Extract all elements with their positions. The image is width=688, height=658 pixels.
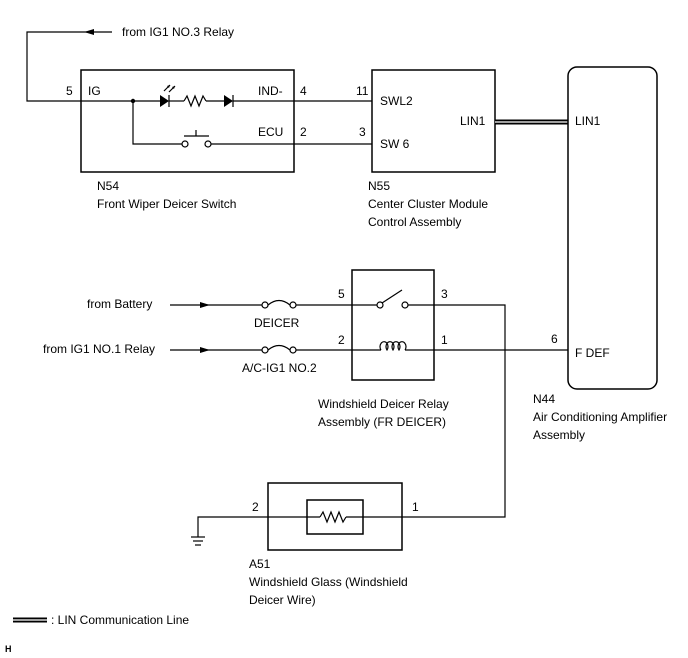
relay-pin-5: 5	[338, 287, 345, 301]
n44-pin-6: 6	[551, 332, 558, 346]
n55-pin-11: 11	[356, 84, 369, 98]
n55-module: SWL2 SW 6 LIN1 N55 Center Cluster Module…	[368, 69, 496, 229]
n55-name-line2: Control Assembly	[368, 215, 461, 229]
deicer-fuse-icon	[261, 299, 297, 309]
deicer-relay: 5 3 2 1 Windshield Deicer Relay Assembly…	[318, 269, 449, 429]
a51-windshield-glass: 2 1 A51 Windshield Glass (Windshield Dei…	[249, 482, 460, 607]
n54-pin-4: 4	[300, 84, 307, 98]
n55-name-line1: Center Cluster Module	[368, 197, 488, 211]
deicer-wire-resistor-icon	[319, 510, 347, 524]
deicer-fuse-label: DEICER	[254, 316, 300, 330]
n55-pin-swl2-label: SWL2	[380, 94, 413, 108]
ig1-no3-feed: from IG1 NO.3 Relay	[26, 25, 234, 102]
relay-name-line1: Windshield Deicer Relay	[318, 397, 449, 411]
n55-pin-3: 3	[359, 125, 366, 139]
relay-contact-icon	[376, 289, 409, 309]
n54-pin-2: 2	[300, 125, 307, 139]
corner-mark: H	[5, 644, 12, 654]
n54-pin-ind-label: IND-	[258, 84, 283, 98]
n44-name-line1: Air Conditioning Amplifier	[533, 410, 667, 424]
n54-name: Front Wiper Deicer Switch	[97, 197, 236, 211]
n54-switch: 5 IG IND- 4 ECU 2	[66, 69, 307, 211]
n44-code: N44	[533, 392, 555, 406]
a51-pin-2: 2	[252, 500, 259, 514]
a51-pin-1: 1	[412, 500, 419, 514]
resistor-icon	[183, 94, 207, 108]
acig1-fuse-icon	[261, 344, 297, 354]
relay-name-line2: Assembly (FR DEICER)	[318, 415, 446, 429]
n54-pin-5: 5	[66, 84, 73, 98]
ground-icon	[191, 536, 205, 546]
n54-pin-ecu-label: ECU	[258, 125, 283, 139]
n44-box	[567, 66, 658, 390]
n44-pin-fdef-label: F DEF	[575, 346, 610, 360]
a51-code: A51	[249, 557, 271, 571]
n44-pin-lin1-label: LIN1	[575, 114, 601, 128]
a51-name-line1: Windshield Glass (Windshield	[249, 575, 408, 589]
n54-box	[80, 69, 295, 173]
a51-name-line2: Deicer Wire)	[249, 593, 316, 607]
n54-pin-ig-label: IG	[88, 84, 101, 98]
n54-code: N54	[97, 179, 119, 193]
relay-box	[351, 269, 435, 381]
legend: : LIN Communication Line	[13, 613, 189, 627]
battery-feed: from Battery DEICER	[87, 297, 352, 330]
n44-name-line2: Assembly	[533, 428, 585, 442]
relay-coil-icon	[379, 341, 407, 352]
from-ig1-no1-label: from IG1 NO.1 Relay	[43, 342, 155, 356]
n55-pin-sw6-label: SW 6	[380, 137, 410, 151]
ig1-no1-feed: from IG1 NO.1 Relay A/C-IG1 NO.2	[43, 342, 352, 375]
led-icon	[160, 84, 176, 107]
relay-pin-2: 2	[338, 333, 345, 347]
relay-pin-1: 1	[441, 333, 448, 347]
relay-pin-3: 3	[441, 287, 448, 301]
from-battery-label: from Battery	[87, 297, 152, 311]
n44-amplifier: LIN1 F DEF 6 N44 Air Conditioning Amplif…	[533, 66, 667, 442]
n55-pin-lin1-label: LIN1	[460, 114, 486, 128]
legend-lin-label: : LIN Communication Line	[51, 613, 189, 627]
n55-code: N55	[368, 179, 390, 193]
acig1-fuse-label: A/C-IG1 NO.2	[242, 361, 317, 375]
push-switch-icon	[181, 130, 212, 148]
from-ig1-no3-label: from IG1 NO.3 Relay	[122, 25, 234, 39]
